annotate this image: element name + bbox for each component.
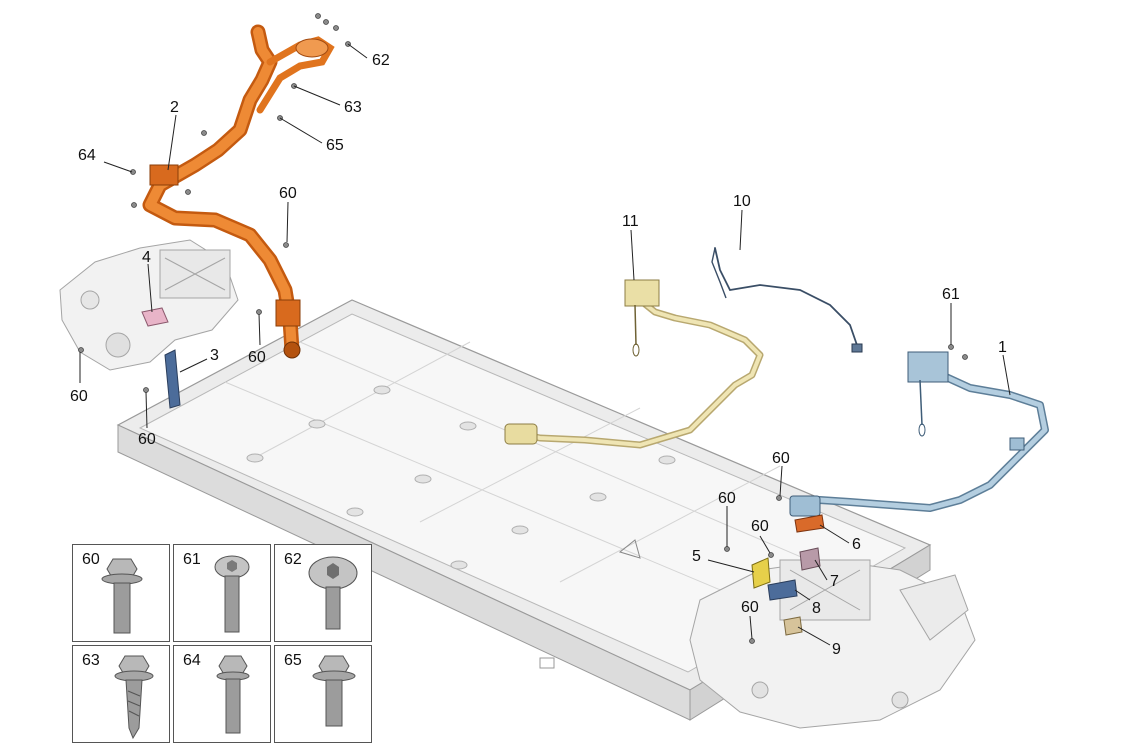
callout-5: 5: [692, 548, 701, 565]
callout-60-e: 60: [772, 450, 790, 467]
callout-6: 6: [852, 536, 861, 553]
callout-60-d: 60: [138, 431, 156, 448]
callout-65: 65: [326, 137, 344, 154]
blue-harness: [789, 351, 1049, 517]
callout-3: 3: [210, 347, 219, 364]
orange-hv-harness: [142, 24, 335, 359]
fastener-64-label: 64: [183, 652, 201, 669]
callout-60-h: 60: [741, 599, 759, 616]
fastener-60-label: 60: [82, 551, 100, 568]
callout-60-c: 60: [70, 388, 88, 405]
pan-head-torx-screw-icon: [214, 555, 250, 633]
flange-hex-bolt-icon: [101, 558, 143, 634]
callout-64: 64: [78, 147, 96, 164]
fastener-61-label: 61: [183, 551, 201, 568]
callout-7: 7: [830, 573, 839, 590]
dome-head-torx-screw-icon: [308, 556, 358, 630]
callout-1: 1: [998, 339, 1007, 356]
yellow-harness: [504, 279, 764, 449]
navy-cable: [711, 247, 863, 353]
callout-2: 2: [170, 99, 179, 116]
callout-60-g: 60: [751, 518, 769, 535]
bracket-3: [164, 349, 181, 409]
fastener-legend-61: 61: [173, 544, 271, 642]
callout-9: 9: [832, 641, 841, 658]
fastener-legend-63: 63: [72, 645, 170, 743]
leader-lines: [79, 43, 1011, 646]
fastener-legend-64: 64: [173, 645, 271, 743]
callout-60-f: 60: [718, 490, 736, 507]
rear-drive-unit: [59, 239, 239, 371]
fastener-legend-62: 62: [274, 544, 372, 642]
callout-60-b: 60: [248, 349, 266, 366]
callout-63: 63: [344, 99, 362, 116]
bracket-5: [751, 557, 771, 589]
callout-10: 10: [733, 193, 751, 210]
callout-11: 11: [622, 213, 639, 230]
bracket-7: [799, 547, 821, 571]
fastener-legend-65: 65: [274, 645, 372, 743]
callout-labels: 1 2 3 4 5 6 7 8 9 10 11 60 60 60 60 60 6…: [70, 52, 1007, 658]
fastener-65-label: 65: [284, 652, 302, 669]
callout-61: 61: [942, 286, 960, 303]
bracket-9: [783, 616, 803, 636]
fastener-legend-60: 60: [72, 544, 170, 642]
bracket-8: [767, 579, 798, 601]
hex-bolt-icon: [216, 655, 250, 734]
fastener-62-label: 62: [284, 551, 302, 568]
callout-62: 62: [372, 52, 390, 69]
callout-8: 8: [812, 600, 821, 617]
bracket-4: [141, 307, 169, 327]
callout-60-a: 60: [279, 185, 297, 202]
callout-4: 4: [142, 249, 151, 266]
fastener-63-label: 63: [82, 652, 100, 669]
short-flange-bolt-icon: [312, 655, 356, 727]
self-tapping-bolt-icon: [114, 655, 154, 740]
